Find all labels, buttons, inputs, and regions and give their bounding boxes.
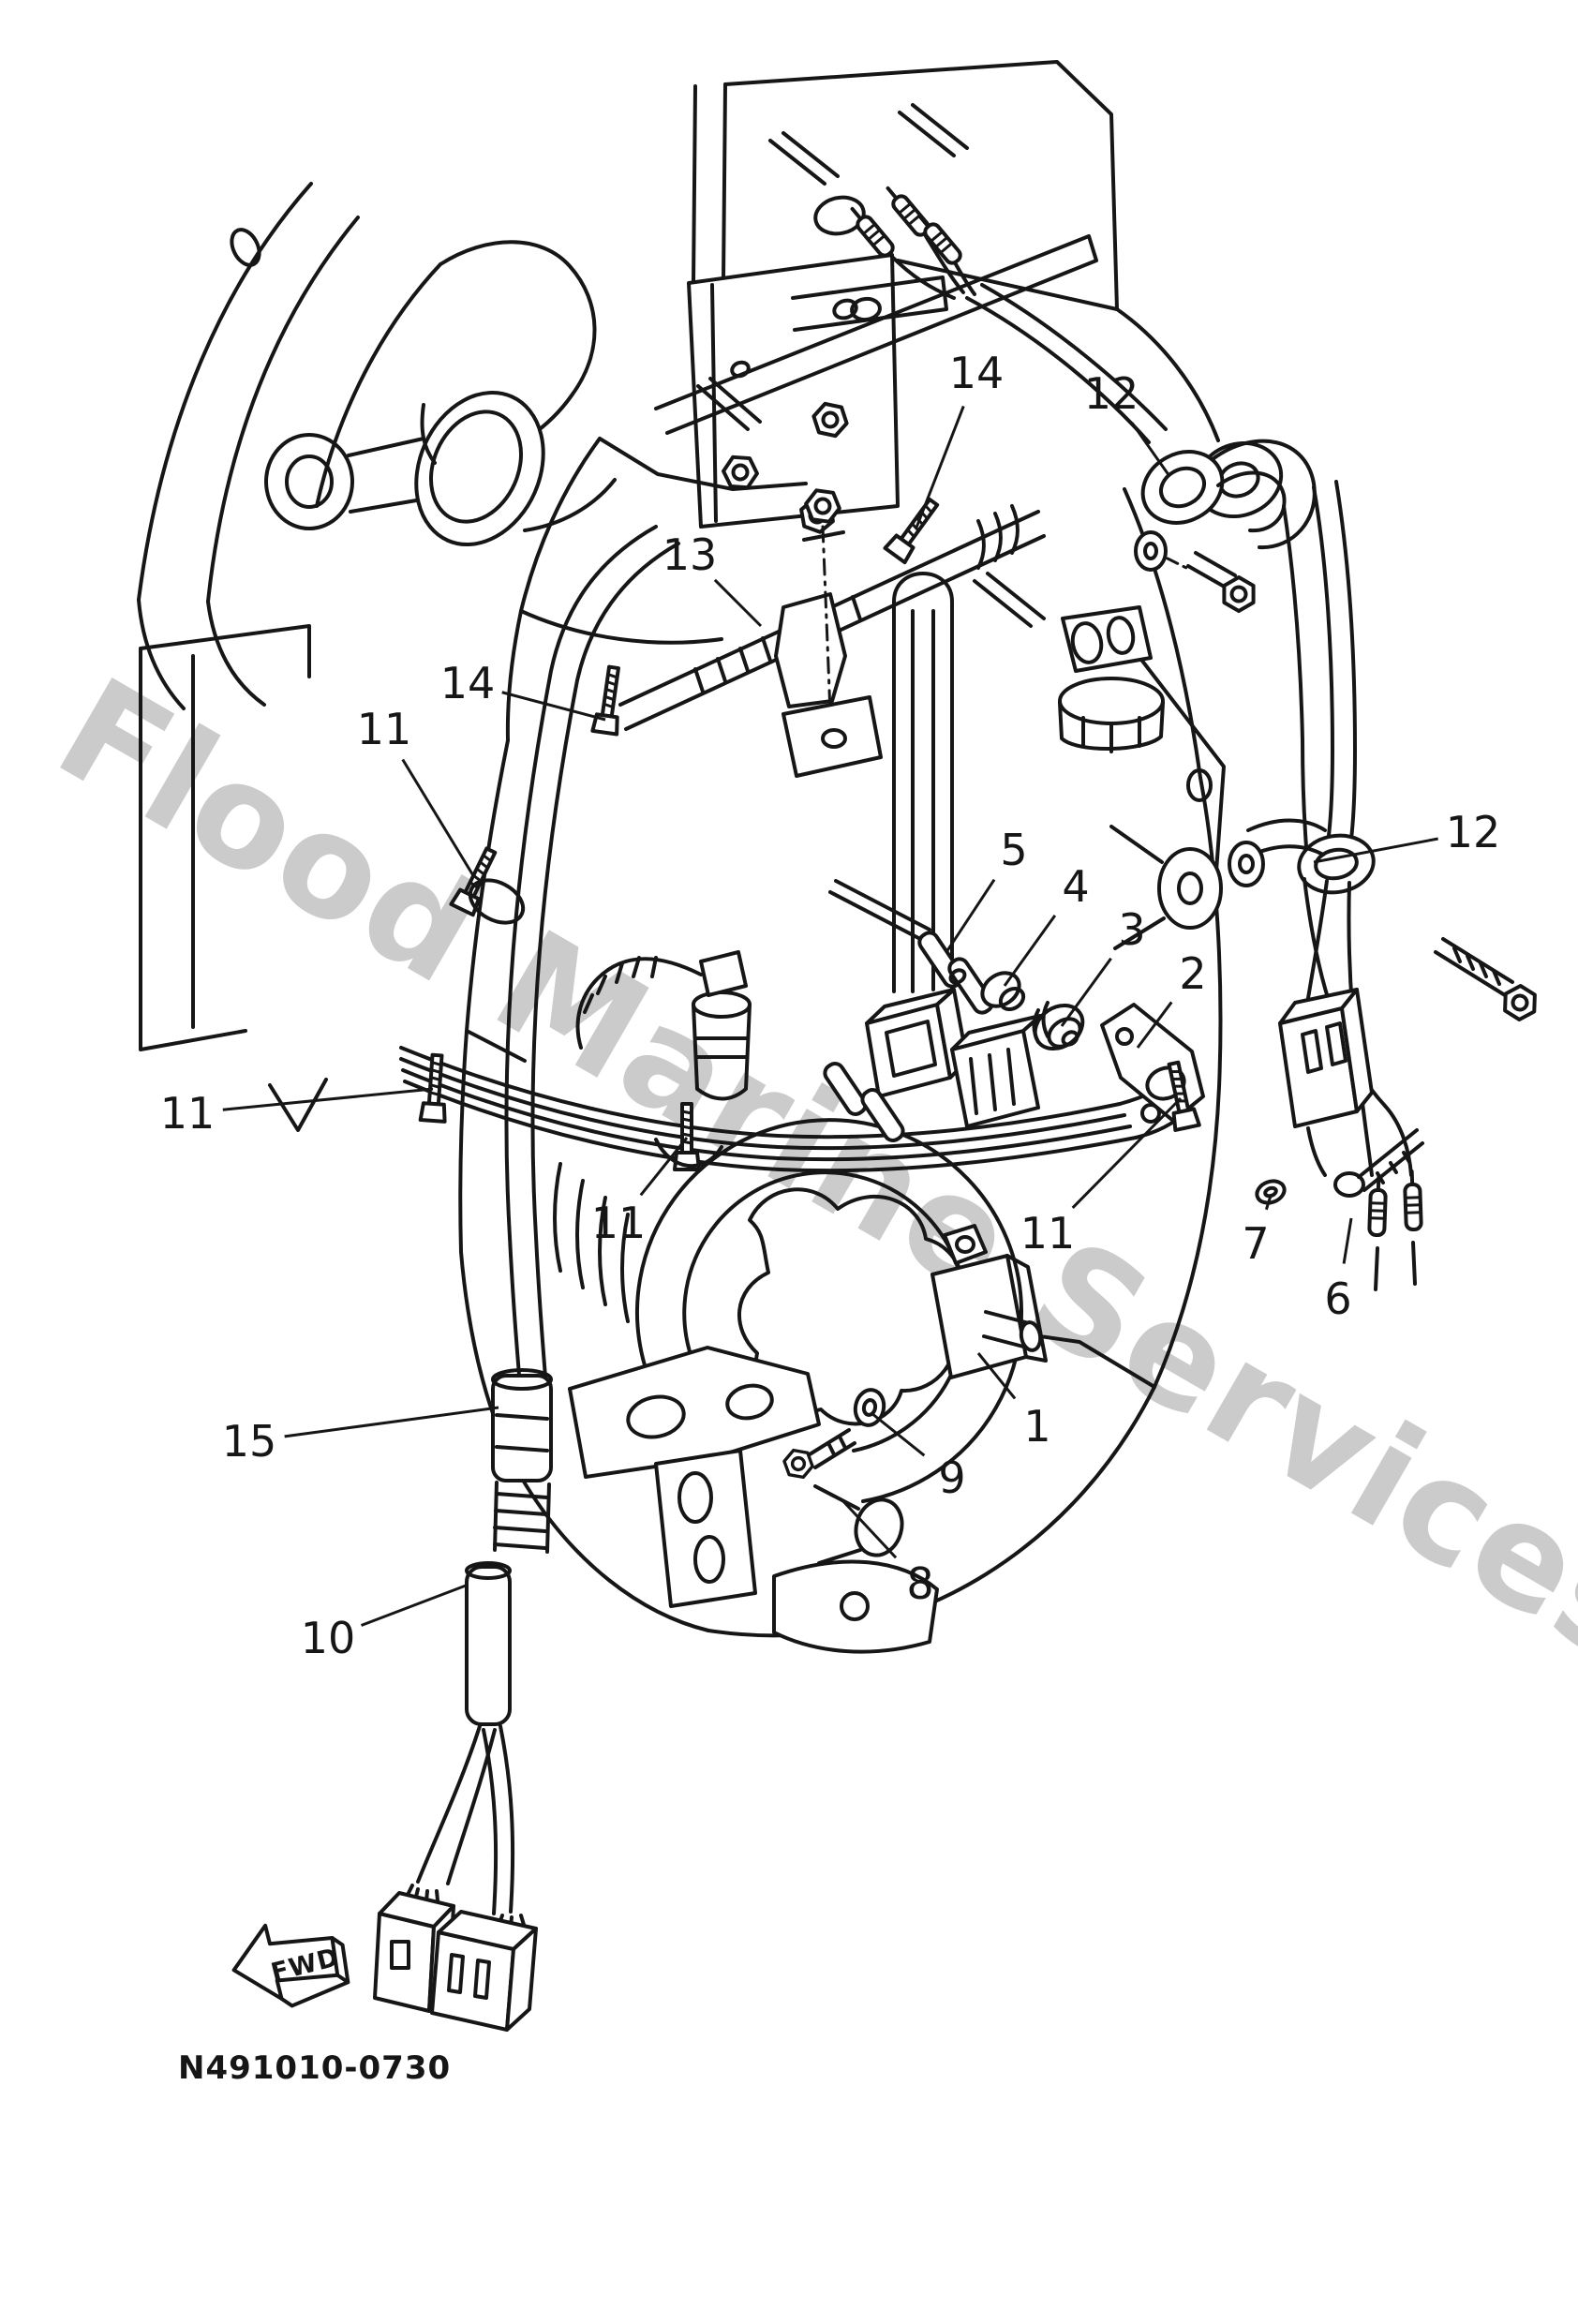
top-bracket (654, 82, 1098, 529)
callout-number: 4 (1062, 861, 1089, 912)
callout-number: 11 (160, 1088, 216, 1139)
intake-silencer (414, 240, 617, 547)
callout-leader-line (222, 1087, 434, 1111)
callout-number: 1 (1023, 1401, 1050, 1452)
dipstick-tube (618, 487, 1046, 993)
callout-number: 11 (591, 1198, 647, 1248)
callout-number: 5 (1000, 825, 1027, 875)
callout-number: 14 (949, 348, 1005, 398)
callout-3-7: 3 (1060, 904, 1146, 1027)
engine-block (458, 437, 1226, 1638)
callout-8-17: 8 (840, 1497, 934, 1609)
clamp-ties (418, 495, 1201, 1171)
callout-10-19: 10 (301, 1584, 467, 1663)
right-cable-ends (1255, 877, 1544, 1291)
callout-leader-line (1313, 837, 1438, 864)
fwd-arrow-icon: FWD (231, 1923, 350, 2008)
callout-5-5: 5 (945, 825, 1028, 953)
callout-leader-line (945, 878, 996, 953)
callout-number: 15 (222, 1416, 277, 1467)
callout-number: 8 (906, 1558, 933, 1609)
callout-leader-line (976, 1352, 1017, 1400)
callout-leader-line (915, 405, 965, 529)
callout-7-13: 7 (1242, 1195, 1273, 1269)
callout-leader-line (1342, 1217, 1353, 1264)
callout-leader-line (1264, 1195, 1273, 1211)
callout-leader-line (871, 1411, 926, 1457)
callout-leader-line (1060, 957, 1112, 1027)
callout-number: 3 (1118, 904, 1145, 955)
callout-leader-line (1130, 422, 1171, 477)
top-cable-assembly (844, 181, 1376, 895)
callout-14-0: 14 (915, 348, 1005, 529)
callout-13-2: 13 (662, 529, 763, 628)
ignition-components (575, 825, 1223, 1142)
callout-2-8: 2 (1136, 948, 1207, 1049)
wire-harness-main (373, 525, 680, 2032)
callout-leader-line (501, 691, 606, 722)
callout-number: 13 (662, 529, 718, 580)
callout-9-16: 9 (871, 1411, 966, 1503)
callout-leader-line (1071, 1096, 1183, 1209)
callout-number: 7 (1242, 1218, 1269, 1269)
callout-11-12: 11 (1020, 1096, 1183, 1259)
flywheel-housing (137, 182, 442, 710)
cylinder-head (696, 60, 1284, 537)
callout-number: 12 (1084, 368, 1139, 419)
mount-brackets (568, 1346, 939, 1654)
callout-leader-line (713, 578, 763, 628)
callout-6-14: 6 (1324, 1217, 1353, 1324)
left-frame (139, 624, 328, 1132)
callout-number: 6 (1324, 1274, 1351, 1324)
drawing-number: N491010-0730 (178, 2049, 451, 2087)
callout-number: 12 (1446, 807, 1501, 857)
callout-12-1: 12 (1084, 368, 1171, 477)
callout-1-15: 1 (976, 1352, 1051, 1452)
callout-leader-line (639, 1137, 689, 1197)
callout-4-6: 4 (1003, 861, 1090, 987)
callout-leader-line (401, 758, 476, 878)
callout-12-9: 12 (1313, 807, 1501, 864)
callout-leader-line (360, 1584, 467, 1627)
callout-11-4: 11 (357, 704, 476, 878)
callout-number: 11 (357, 704, 412, 754)
callout-15-18: 15 (222, 1406, 499, 1467)
callout-number: 2 (1179, 948, 1206, 999)
callout-11-10: 11 (160, 1087, 434, 1139)
callout-number: 14 (440, 658, 496, 708)
callout-leader-line (284, 1406, 499, 1438)
callout-number: 11 (1020, 1208, 1076, 1259)
callout-11-11: 11 (591, 1137, 689, 1248)
callout-number: 10 (301, 1613, 356, 1663)
callout-leader-line (1136, 1001, 1173, 1049)
callout-leader-line (1003, 915, 1057, 987)
wire-bundle-middle (399, 1046, 1188, 1173)
callout-leader-line (840, 1497, 898, 1559)
callout-number: 9 (938, 1452, 965, 1503)
callout-14-3: 14 (440, 658, 606, 722)
